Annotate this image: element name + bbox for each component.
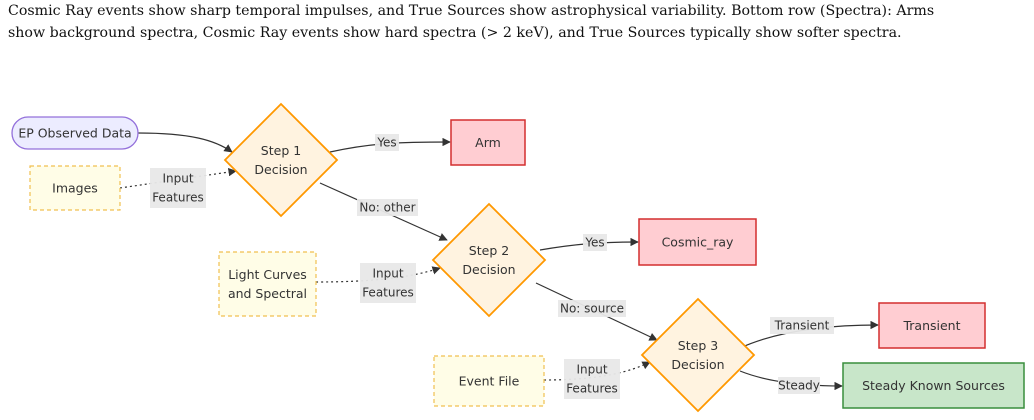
node-cosmic-ray-box [638,218,757,266]
edge-label-yes-2-text: Yes [584,236,604,250]
node-ep-observed-data[interactable]: EP Observed Data [11,116,139,150]
node-steady-known-box [842,362,1025,409]
caption-line-1: Cosmic Ray events show sharp temporal im… [8,3,935,19]
node-event-file-box [433,355,545,407]
edge-label-yes-2-bg [583,234,607,251]
edge-label-input-features-2-bg [360,263,416,303]
edge-label-no-other: No: other [357,199,418,216]
edge-label-steady-text: Steady [778,379,820,393]
edge-label-no-other-bg [357,199,418,216]
edge-label-yes-1: Yes [375,134,399,151]
edge-label-no-other-text: No: other [359,201,415,215]
node-transient-label: Transient [902,318,960,333]
edge-label-no-source-text: No: source [560,302,624,316]
node-step3-decision-label-line-2: Decision [671,357,724,372]
edge-label-yes-1-text: Yes [376,136,396,150]
node-step1-decision[interactable]: Step 1 Decision [223,102,339,218]
node-light-curves-box [218,251,317,317]
node-step1-decision-shape [223,102,339,218]
node-step1-decision-label-line-2: Decision [254,162,307,177]
node-step2-decision-label-line-2: Decision [462,262,515,277]
node-step3-decision-shape [640,297,756,413]
edge-label-input-features-2-text-line-2: Features [362,286,414,300]
edge-ep-to-step1 [137,132,233,153]
node-step3-decision[interactable]: Step 3 Decision [640,297,756,413]
node-event-file-label: Event File [459,374,520,389]
edge-label-no-source-bg [558,300,626,317]
edge-label-input-features-1-bg [150,168,206,208]
node-steady-known-label: Steady Known Sources [862,378,1005,393]
edge-label-input-features-2-text-line-1: Input [372,267,403,281]
node-step2-decision[interactable]: Step 2 Decision [431,202,547,318]
edge-label-transient-text: Transient [774,319,830,333]
node-step3-decision-label-line-1: Step 3 [678,338,718,353]
edge-label-input-features-1-text-line-2: Features [152,191,204,205]
edge-label-yes-1-bg [375,134,399,151]
node-light-curves-label-line-2: and Spectral [228,286,307,301]
node-transient-box [878,302,986,349]
node-transient[interactable]: Transient [878,302,986,349]
edge-label-input-features-3-text-line-2: Features [566,382,618,396]
edge-label-input-features-3-text-line-1: Input [576,363,607,377]
figure-caption: Cosmic Ray events show sharp temporal im… [8,0,1032,44]
edge-label-input-features-3-bg [564,359,620,399]
node-cosmic-ray-label: Cosmic_ray [662,235,734,250]
edge-label-no-source: No: source [558,300,626,317]
node-ep-observed-data-box [11,116,139,150]
node-arm-box [450,119,526,166]
node-light-curves[interactable]: Light Curves and Spectral [218,251,317,317]
node-images[interactable]: Images [29,165,121,211]
node-step1-decision-label-line-1: Step 1 [261,143,301,158]
node-cosmic-ray[interactable]: Cosmic_ray [638,218,757,266]
node-images-box [29,165,121,211]
node-arm-label: Arm [475,135,501,150]
node-event-file[interactable]: Event File [433,355,545,407]
node-light-curves-label-line-1: Light Curves [228,267,307,282]
node-arm[interactable]: Arm [450,119,526,166]
node-step2-decision-shape [431,202,547,318]
node-steady-known[interactable]: Steady Known Sources [842,362,1025,409]
node-images-label: Images [52,181,98,196]
edge-label-steady-bg [778,377,820,394]
edge-label-transient: Transient [770,317,834,334]
node-step2-decision-label-line-1: Step 2 [469,243,509,258]
edge-label-input-features-1-text-line-1: Input [162,172,193,186]
edge-label-transient-bg [770,317,834,334]
edge-label-yes-2: Yes [583,234,607,251]
edge-label-steady: Steady [778,377,820,394]
caption-line-2: show background spectra, Cosmic Ray even… [8,25,902,41]
node-ep-observed-data-label: EP Observed Data [18,126,131,141]
